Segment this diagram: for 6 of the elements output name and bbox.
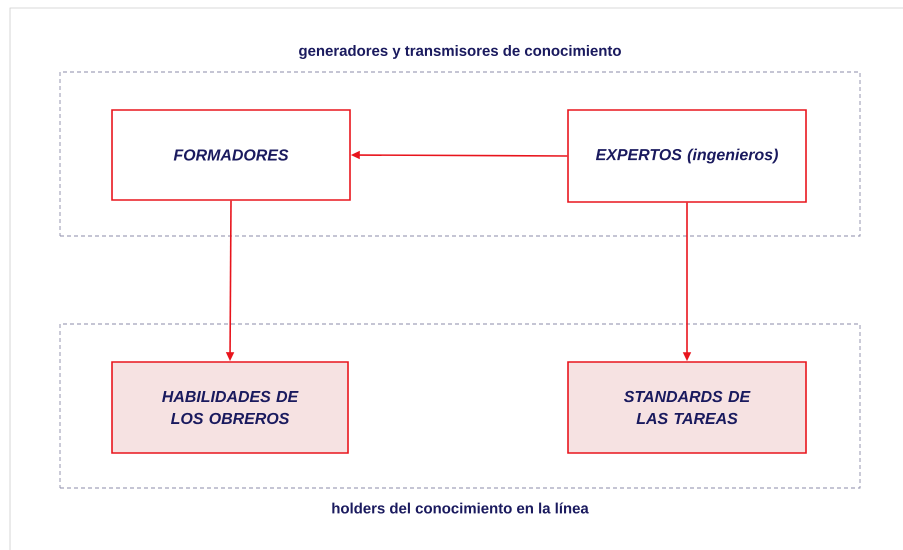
process-box: EXPERTOS (ingenieros) [567, 109, 807, 203]
node-label: generadores y transmisores de conocimiento [299, 45, 621, 59]
node-label: holders del conocimiento en la línea [332, 502, 589, 514]
process-box: STANDARDS DE LAS TAREAS [567, 361, 807, 454]
process-box: HABILIDADES DE LOS OBREROS [111, 361, 349, 454]
process-box: FORMADORES [111, 109, 351, 201]
